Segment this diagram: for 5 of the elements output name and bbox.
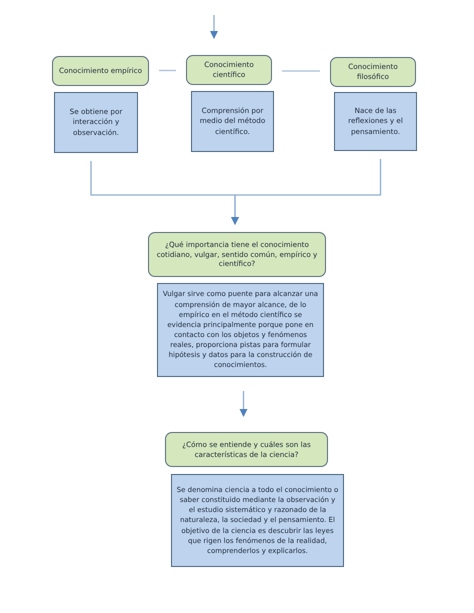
arrow: [210, 15, 218, 39]
arrow: [240, 391, 248, 417]
connector-line: [282, 70, 320, 72]
arrow: [231, 159, 382, 225]
connector-line: [159, 70, 176, 72]
